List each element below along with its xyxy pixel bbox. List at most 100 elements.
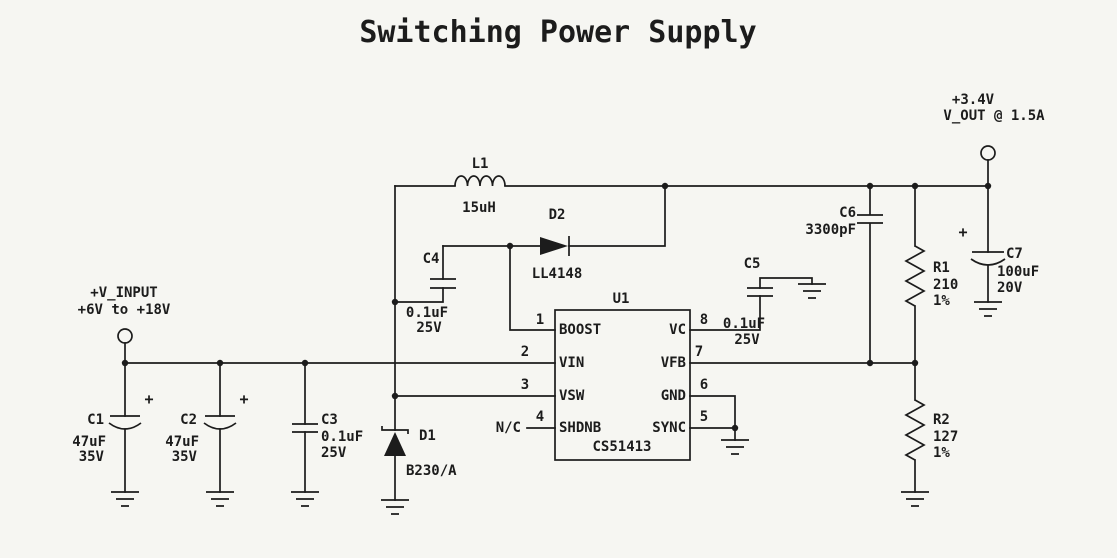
resistor-r2-icon	[904, 399, 926, 461]
c2-value: 47uF	[165, 434, 199, 450]
d2-value: LL4148	[532, 266, 583, 282]
output-label-current: V_OUT @ 1.5A	[943, 108, 1045, 124]
u1-pin-name-vsw: VSW	[559, 388, 585, 404]
ground-icon-d1	[381, 499, 409, 515]
u1-pin-name-vfb: VFB	[661, 355, 686, 371]
u1-pin-number-3: 3	[521, 377, 529, 393]
capacitor-c2: + C2 47uF 35V	[165, 390, 248, 465]
ground-icon-c3	[291, 491, 319, 507]
resistor-r1-icon	[904, 245, 926, 307]
inductor-l1: L1 15uH	[454, 156, 506, 216]
diode-d2: D2 LL4148	[532, 207, 583, 282]
c2-ref: C2	[180, 412, 197, 428]
ground-icon-c5	[798, 283, 826, 299]
u1-pin-number-6: 6	[700, 377, 708, 393]
ground-icon-c1	[111, 491, 139, 507]
r2-ref: R2	[933, 412, 950, 428]
schematic-title: Switching Power Supply	[359, 15, 756, 50]
ground-icon-r2	[901, 491, 929, 507]
u1-pin-number-1: 1	[536, 312, 544, 328]
c5-rating: 25V	[734, 332, 760, 348]
c5-ref: C5	[744, 256, 761, 272]
input-terminal-circle	[117, 328, 133, 344]
c1-value: 47uF	[72, 434, 106, 450]
wires	[124, 159, 991, 501]
c3-value: 0.1uF	[321, 429, 363, 445]
c5-value: 0.1uF	[723, 316, 765, 332]
d2-ref: D2	[549, 207, 566, 223]
c2-rating: 35V	[172, 449, 198, 465]
diode-d1-icon	[384, 432, 406, 456]
junction-dot	[661, 182, 669, 190]
ground-symbols	[111, 283, 1002, 515]
c7-value: 100uF	[997, 264, 1039, 280]
ground-icon-c7	[974, 301, 1002, 317]
r2-value: 127	[933, 429, 958, 445]
ground-icon-c2	[206, 491, 234, 507]
junction-dot	[911, 359, 919, 367]
l1-value: 15uH	[462, 200, 496, 216]
c4-rating: 25V	[416, 320, 442, 336]
u1-pin-name-vc: VC	[669, 322, 686, 338]
u1-part-number: CS51413	[592, 439, 651, 455]
junction-dot	[866, 182, 874, 190]
junction-dot	[731, 424, 739, 432]
capacitor-c7: + C7 100uF 20V	[958, 223, 1039, 296]
d1-ref: D1	[419, 428, 436, 444]
u1-pin-name-boost: BOOST	[559, 322, 601, 338]
c3-rating: 25V	[321, 445, 347, 461]
ic-u1-body	[554, 309, 691, 461]
c7-polarity-plus-icon: +	[958, 223, 967, 241]
capacitor-c4-icon	[430, 278, 456, 289]
ground-icon-pin6	[721, 439, 749, 455]
r2-tolerance: 1%	[933, 445, 950, 461]
c7-rating: 20V	[997, 280, 1023, 296]
u1-pin-name-vin: VIN	[559, 355, 584, 371]
wire-boost-pin1	[509, 245, 556, 331]
output-terminal-circle	[980, 145, 996, 161]
junction-dot	[984, 182, 992, 190]
u1-pin-name-gnd: GND	[661, 388, 686, 404]
resistor-r1: R1 210 1%	[904, 245, 958, 309]
output-label-voltage: +3.4V	[952, 92, 995, 108]
junction-dot	[216, 359, 224, 367]
ic-u1: U1 CS51413 BOOST VIN VSW SHDNB VC VFB GN…	[496, 291, 708, 461]
c4-value: 0.1uF	[406, 305, 448, 321]
wire-c5-to-ground	[759, 277, 813, 289]
junction-dot	[506, 242, 514, 250]
capacitor-c3: C3 0.1uF 25V	[292, 412, 363, 461]
capacitor-c1-curved-plate	[108, 422, 142, 430]
c7-ref: C7	[1006, 246, 1023, 262]
junction-dot	[911, 182, 919, 190]
u1-pin-name-sync: SYNC	[652, 420, 686, 436]
c1-ref: C1	[87, 412, 104, 428]
input-label-range: +6V to +18V	[78, 302, 171, 318]
u1-pin-number-5: 5	[700, 409, 708, 425]
capacitor-c4: C4 0.1uF 25V	[406, 251, 456, 336]
diode-d1: D1 B230/A	[381, 426, 457, 479]
c1-polarity-plus-icon: +	[144, 390, 153, 408]
u1-pin-name-shdnb: SHDNB	[559, 420, 601, 436]
capacitor-c6-icon	[857, 214, 883, 224]
inductor-coil-icon	[454, 175, 506, 187]
output-terminal: +3.4V V_OUT @ 1.5A	[943, 92, 1045, 161]
junction-dot	[866, 359, 874, 367]
c4-ref: C4	[423, 251, 440, 267]
input-label-voltage: +V_INPUT	[90, 285, 157, 301]
r1-tolerance: 1%	[933, 293, 950, 309]
d1-value: B230/A	[406, 463, 457, 479]
capacitor-c5: C5 0.1uF 25V	[723, 256, 773, 348]
c3-ref: C3	[321, 412, 338, 428]
u1-pin-number-7: 7	[695, 344, 703, 360]
capacitor-c1: + C1 47uF 35V	[72, 390, 153, 465]
wire-c4-bottom-lead	[394, 287, 444, 303]
junction-dots	[121, 182, 992, 432]
u1-pin-number-4: 4	[536, 409, 544, 425]
c2-polarity-plus-icon: +	[239, 390, 248, 408]
c6-ref: C6	[839, 205, 856, 221]
r1-ref: R1	[933, 260, 950, 276]
diode-d1-cathode-bar	[381, 426, 409, 434]
capacitor-c2-curved-plate	[203, 422, 237, 430]
